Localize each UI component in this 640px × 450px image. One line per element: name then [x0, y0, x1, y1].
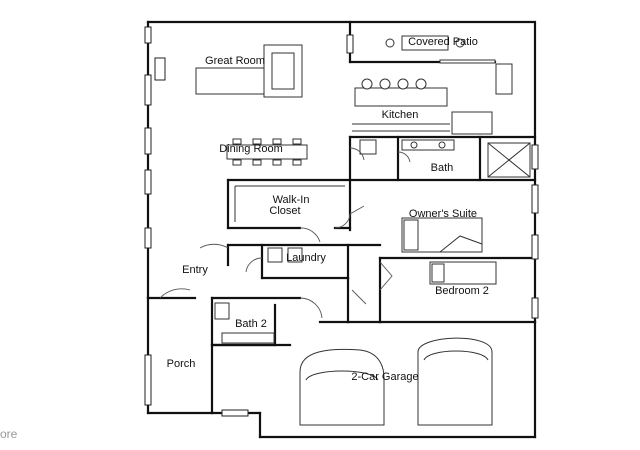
- room-labels: Covered Patio Great Room Kitchen Dining …: [167, 36, 489, 383]
- bedroom2-bed: [429, 261, 497, 285]
- label-dining-room: Dining Room: [219, 143, 283, 155]
- label-walk-in-closet-2: Closet: [269, 205, 300, 217]
- great-room-furniture: [195, 44, 303, 98]
- label-porch: Porch: [167, 358, 196, 370]
- label-bath-2: Bath 2: [235, 318, 267, 330]
- label-great-room: Great Room: [205, 55, 265, 67]
- dining-table: [226, 138, 308, 166]
- bath-fixtures: [359, 139, 531, 178]
- label-walk-in-closet-1: Walk-In: [273, 194, 310, 206]
- brand-fragment: ore: [0, 427, 18, 441]
- closet-rods: [234, 185, 345, 222]
- label-bedroom-2: Bedroom 2: [435, 285, 489, 297]
- windows: [144, 26, 539, 417]
- bath2-fixtures: [214, 302, 275, 344]
- label-bath: Bath: [431, 162, 454, 174]
- label-garage: 2-Car Garage: [351, 371, 418, 383]
- owners-bed: [401, 217, 483, 253]
- doors: [159, 147, 411, 319]
- label-kitchen: Kitchen: [382, 109, 419, 121]
- kitchen-island: [352, 78, 493, 135]
- label-laundry: Laundry: [286, 252, 326, 264]
- laundry-fixtures: [267, 247, 303, 263]
- garage-cars: [299, 337, 493, 426]
- label-owners-suite: Owner's Suite: [409, 208, 477, 220]
- label-entry: Entry: [182, 264, 208, 276]
- patio-furniture: [385, 35, 513, 95]
- label-covered-patio: Covered Patio: [408, 36, 478, 48]
